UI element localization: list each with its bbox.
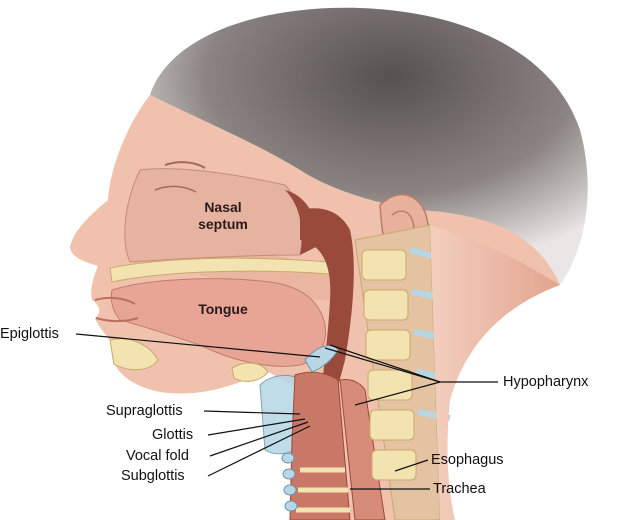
label-nasal-septum-line2: septum bbox=[188, 217, 258, 231]
label-nasal-septum: Nasal septum bbox=[188, 200, 258, 231]
label-glottis: Glottis bbox=[152, 428, 193, 443]
label-vocal-fold: Vocal fold bbox=[126, 449, 189, 464]
label-tongue: Tongue bbox=[188, 302, 258, 316]
label-hypopharynx: Hypopharynx bbox=[503, 375, 588, 390]
label-supraglottis: Supraglottis bbox=[106, 404, 183, 419]
label-esophagus: Esophagus bbox=[431, 453, 504, 468]
label-nasal-septum-line1: Nasal bbox=[188, 200, 258, 214]
label-trachea: Trachea bbox=[433, 482, 486, 497]
label-epiglottis: Epiglottis bbox=[0, 327, 59, 342]
label-subglottis: Subglottis bbox=[121, 469, 185, 484]
